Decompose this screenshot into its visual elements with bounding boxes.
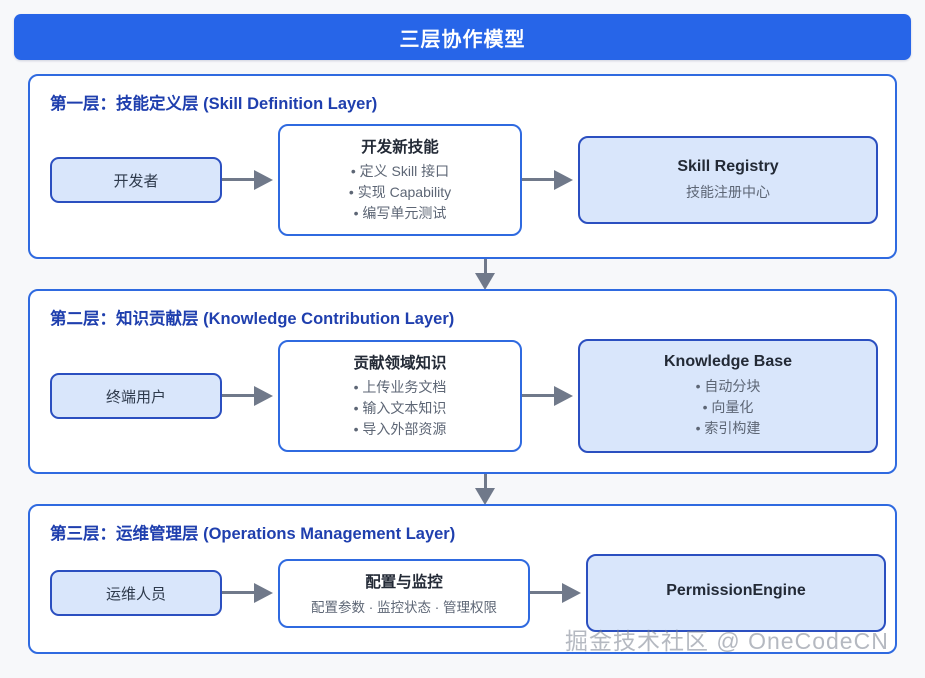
arrow-right-icon xyxy=(222,582,278,604)
component-3-title: PermissionEngine xyxy=(666,582,806,599)
arrow-head xyxy=(554,170,573,190)
arrow-right-icon xyxy=(522,385,578,407)
arrow-shaft xyxy=(222,394,258,397)
actor-end-user-label: 终端用户 xyxy=(105,388,166,406)
action-2-list: • 上传业务文档 • 输入文本知识 • 导入外部资源 xyxy=(298,377,502,440)
arrow-right-icon xyxy=(530,582,586,604)
arrow-shaft xyxy=(522,394,558,397)
component-skill-registry[interactable]: Skill Registry 技能注册中心 xyxy=(578,136,878,224)
layer-operations-management: 第三层：运维管理层 (Operations Management Layer) … xyxy=(28,504,897,654)
layer-3-flow: 运维人员 配置与监控 配置参数 · 监控状态 · 管理权限 Permission… xyxy=(50,554,886,632)
connector-layer2-to-layer3 xyxy=(28,474,897,505)
arrow-head xyxy=(254,386,273,406)
diagram-title-bar: 三层协作模型 xyxy=(14,14,911,60)
list-item: • 定义 Skill 接口 xyxy=(350,163,450,179)
component-2-title: Knowledge Base xyxy=(663,353,793,370)
layer-skill-definition: 第一层：技能定义层 (Skill Definition Layer) 开发者 开… xyxy=(28,74,897,259)
action-2-title: 贡献领域知识 xyxy=(353,355,447,372)
layer-2-flow: 终端用户 贡献领域知识 • 上传业务文档 • 输入文本知识 • 导入外部资源 K xyxy=(50,339,879,453)
layer-1-title: 第一层：技能定义层 (Skill Definition Layer) xyxy=(50,95,378,113)
arrow-right-icon xyxy=(222,169,278,191)
page-title: 三层协作模型 xyxy=(399,28,526,51)
arrow-head xyxy=(554,386,573,406)
action-contribute-domain-knowledge[interactable]: 贡献领域知识 • 上传业务文档 • 输入文本知识 • 导入外部资源 xyxy=(278,340,522,452)
layer-3-title: 第三层：运维管理层 (Operations Management Layer) xyxy=(50,525,456,543)
action-1-list: • 定义 Skill 接口 • 实现 Capability • 编写单元测试 xyxy=(298,161,502,224)
component-permission-engine[interactable]: PermissionEngine xyxy=(586,554,886,632)
layer-1-flow: 开发者 开发新技能 • 定义 Skill 接口 • 实现 Capability … xyxy=(50,124,879,236)
arrow-down-icon xyxy=(475,488,495,505)
action-1-title: 开发新技能 xyxy=(361,139,439,156)
arrow-head xyxy=(254,583,273,603)
actor-operations-staff[interactable]: 运维人员 xyxy=(50,570,222,616)
list-item: • 索引构建 xyxy=(695,420,761,436)
list-item: • 向量化 xyxy=(702,399,754,415)
arrow-shaft xyxy=(530,591,566,594)
action-3-title: 配置与监控 xyxy=(365,573,443,591)
list-item: • 上传业务文档 xyxy=(353,379,447,395)
component-2-list: • 自动分块 • 向量化 • 索引构建 xyxy=(598,376,858,439)
component-1-subtitle: 技能注册中心 xyxy=(686,184,770,200)
action-configure-and-monitor[interactable]: 配置与监控 配置参数 · 监控状态 · 管理权限 xyxy=(278,558,530,628)
list-item: • 编写单元测试 xyxy=(353,205,447,221)
component-1-title: Skill Registry xyxy=(677,158,779,175)
arrow-shaft xyxy=(222,178,258,181)
arrow-down-icon xyxy=(475,273,495,290)
list-item: • 实现 Capability xyxy=(348,184,452,200)
arrow-right-icon xyxy=(522,169,578,191)
layer-2-title: 第二层：知识贡献层 (Knowledge Contribution Layer) xyxy=(50,310,455,328)
actor-operations-staff-label: 运维人员 xyxy=(105,585,166,603)
arrow-right-icon xyxy=(222,385,278,407)
component-knowledge-base[interactable]: Knowledge Base • 自动分块 • 向量化 • 索引构建 xyxy=(578,339,878,453)
arrow-shaft xyxy=(522,178,558,181)
actor-developer[interactable]: 开发者 xyxy=(50,157,222,203)
list-item: • 自动分块 xyxy=(695,378,761,394)
action-develop-new-skill[interactable]: 开发新技能 • 定义 Skill 接口 • 实现 Capability • 编写… xyxy=(278,124,522,236)
arrow-head xyxy=(562,583,581,603)
arrow-shaft xyxy=(484,474,487,492)
actor-developer-label: 开发者 xyxy=(113,172,159,190)
arrow-head xyxy=(254,170,273,190)
connector-layer1-to-layer2 xyxy=(28,259,897,290)
arrow-shaft xyxy=(222,591,258,594)
layer-knowledge-contribution: 第二层：知识贡献层 (Knowledge Contribution Layer)… xyxy=(28,289,897,474)
arrow-shaft xyxy=(484,259,487,277)
list-item: • 导入外部资源 xyxy=(353,421,447,437)
list-item: • 输入文本知识 xyxy=(353,400,447,416)
actor-end-user[interactable]: 终端用户 xyxy=(50,373,222,419)
action-3-subtitle: 配置参数 · 监控状态 · 管理权限 xyxy=(311,599,497,615)
